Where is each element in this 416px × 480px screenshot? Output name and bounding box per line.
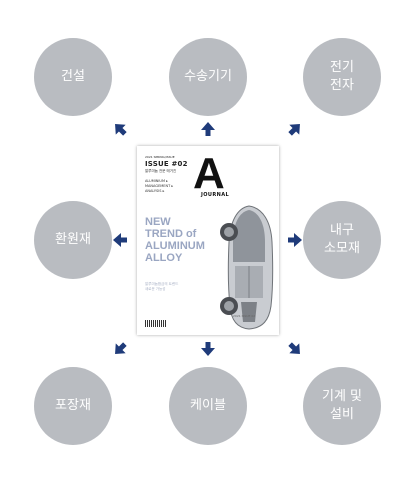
cover-sections: ALUMINIUM ▸ MANAGEMENT ▸ ANALYSIS ▸ — [145, 179, 185, 194]
car-illustration-icon — [220, 205, 274, 330]
arrow-down-icon — [201, 342, 215, 356]
barcode-icon — [145, 320, 167, 327]
cover-top-text: 2021 SPRING/ISSUE — [145, 155, 175, 159]
node-packaging: 포장재 — [34, 367, 112, 445]
cover-headline: NEW TREND of ALUMINUM ALLOY — [145, 216, 205, 264]
cover-section-item: ANALYSIS ▸ — [145, 189, 165, 193]
cover-section-item: MANAGEMENT ▸ — [145, 184, 174, 188]
node-durables: 내구 소모재 — [303, 201, 381, 279]
arrow-right-icon — [288, 233, 302, 247]
cover-small-right: 2021 ISSUE 02 — [233, 314, 256, 318]
node-electronics: 전기 전자 — [303, 38, 381, 116]
cover-subtitle: 알루미늄 전문 매거진 — [145, 169, 177, 173]
node-construction: 건설 — [34, 38, 112, 116]
node-transport: 수송기기 — [169, 38, 247, 116]
arrow-up-icon — [201, 122, 215, 136]
arrow-down-left-icon — [115, 342, 127, 354]
arrow-left-icon — [113, 233, 127, 247]
cover-section-item: ALUMINIUM ▸ — [145, 179, 168, 183]
arrow-down-right-icon — [288, 342, 300, 354]
cover-issue: ISSUE #02 — [145, 160, 188, 168]
cover-tagline: 알루미늄합금의 트렌드 새로운 가능성 — [145, 282, 179, 291]
node-cable: 케이블 — [169, 367, 247, 445]
node-machinery: 기계 및 설비 — [303, 367, 381, 445]
arrow-up-right-icon — [288, 124, 300, 136]
cover-logo: A — [193, 149, 225, 198]
cover-logo-sub: JOURNAL — [201, 192, 230, 198]
arrow-up-left-icon — [115, 124, 127, 136]
magazine-cover: 2021 SPRING/ISSUE ISSUE #02 알루미늄 전문 매거진 … — [137, 146, 279, 335]
node-recycling: 환원재 — [34, 201, 112, 279]
